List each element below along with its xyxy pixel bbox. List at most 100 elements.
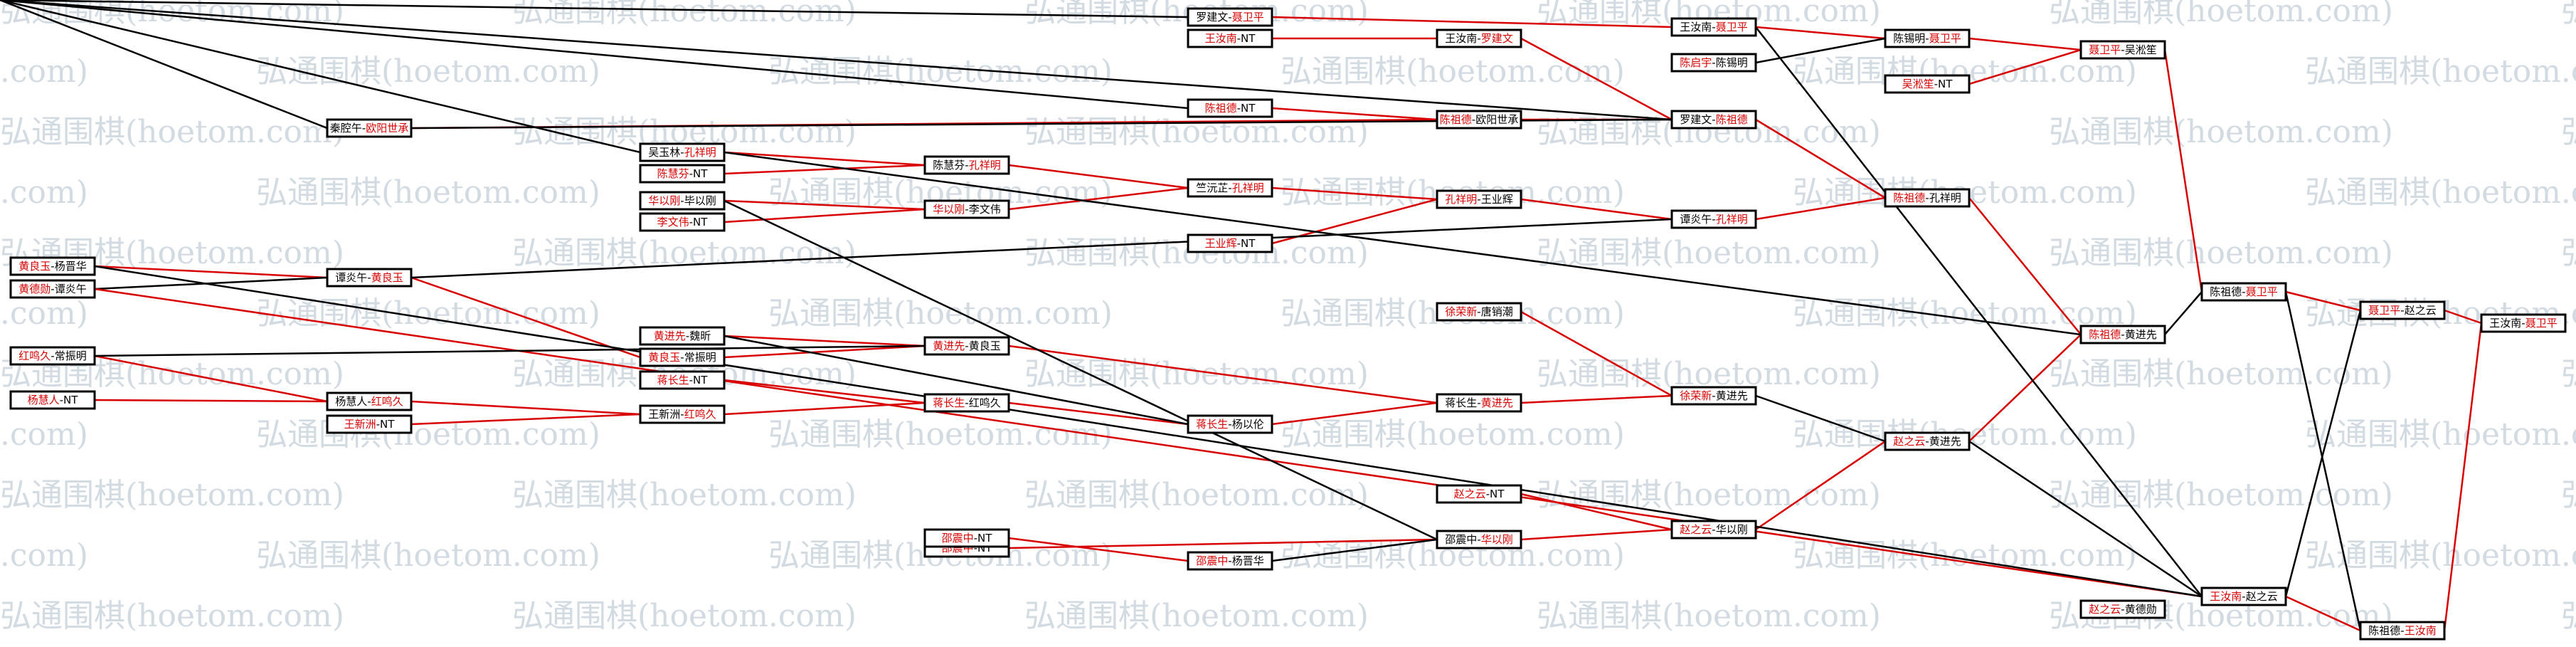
vs-separator: - <box>51 283 54 295</box>
match-box: 华以刚-毕以刚 <box>639 191 726 211</box>
match-label: 邵震中-杨晋华 <box>1196 554 1263 567</box>
vs-separator: - <box>686 330 689 342</box>
match-box-frame <box>1884 28 1971 48</box>
match-box: 聂卫平-赵之云 <box>2359 300 2446 320</box>
match-box: 孔祥明-王业辉 <box>1436 189 1522 209</box>
match-label: 王汝南-NT <box>1205 32 1256 45</box>
match-label: 徐荣新-唐销潮 <box>1445 305 1512 318</box>
player-b: 华以刚 <box>1481 533 1513 546</box>
vs-separator: - <box>1712 56 1715 69</box>
match-box-frame <box>1187 98 1273 118</box>
vs-separator: - <box>51 349 54 362</box>
match-label: 杨慧人-红鸣久 <box>335 395 403 408</box>
bracket-link <box>0 0 328 130</box>
match-label: 蒋长生-杨以伦 <box>1196 418 1263 431</box>
player-b: NT <box>1241 32 1256 45</box>
bracket-link <box>723 401 926 416</box>
match-box-frame <box>639 370 726 390</box>
player-a: 陈祖德 <box>2089 328 2121 341</box>
player-a: 黄进先 <box>654 330 686 342</box>
match-box-frame <box>1884 431 1971 451</box>
bracket-link <box>94 399 328 403</box>
vs-separator: - <box>965 159 968 172</box>
match-box: 赵之云-黄进先 <box>1884 431 1971 451</box>
bracket-link <box>1271 538 1438 562</box>
player-b: 孔祥明 <box>1232 182 1264 194</box>
bracket-link <box>2444 309 2482 325</box>
match-box: 黄德勋-谭炎午 <box>9 279 96 299</box>
player-a: 徐荣新 <box>1680 389 1712 402</box>
player-a: 陈启宇 <box>1680 56 1712 69</box>
match-box: 蒋长生-杨以伦 <box>1187 414 1273 434</box>
match-box-frame <box>9 256 96 276</box>
bracket-link <box>1008 186 1189 211</box>
player-b: 黄进先 <box>1929 435 1961 448</box>
match-box-frame <box>1670 386 1757 406</box>
match-box: 杨慧人-红鸣久 <box>326 391 413 411</box>
player-b: NT <box>693 167 708 180</box>
vs-separator: - <box>2242 590 2245 603</box>
player-a: 黄德勋 <box>18 283 51 295</box>
player-a: 王汝南 <box>1680 21 1712 33</box>
match-label: 王汝南-罗建文 <box>1445 32 1512 45</box>
bracket-link <box>2284 310 2362 597</box>
player-a: 陈祖德 <box>1205 102 1237 115</box>
match-box-frame <box>639 191 726 211</box>
player-b: 红鸣久 <box>684 408 716 421</box>
bracket-link <box>2284 291 2362 631</box>
match-label: 吴玉林-孔祥明 <box>648 146 716 159</box>
bracket-link <box>2285 290 2361 312</box>
player-b: 王业辉 <box>1481 193 1513 206</box>
player-a: 罗建文 <box>1196 11 1228 23</box>
vs-separator: - <box>2521 317 2525 330</box>
match-label: 黄进先-魏昕 <box>654 330 711 342</box>
match-box: 王汝南-聂卫平 <box>2480 313 2567 333</box>
match-label: 徐荣新-黄进先 <box>1680 389 1747 402</box>
match-label: 赵之云-黄进先 <box>1893 435 1961 448</box>
bracket-link <box>410 276 641 359</box>
vs-separator: - <box>51 260 54 273</box>
player-a: 赵之云 <box>1454 488 1486 500</box>
bracket-link <box>410 400 641 416</box>
match-box-frame <box>923 528 1010 548</box>
player-b: 欧阳世承 <box>1475 113 1518 126</box>
match-box-frame <box>1187 414 1273 434</box>
player-a: 陈祖德 <box>2210 285 2242 298</box>
match-box-frame <box>2079 40 2166 60</box>
match-box: 竺沅芷-孔祥明 <box>1187 178 1273 198</box>
vs-separator: - <box>1237 32 1241 45</box>
match-box: 邵震中-杨晋华 <box>1187 551 1273 571</box>
player-b: 陈锡明 <box>1716 56 1748 69</box>
bracket-link <box>1755 26 2203 597</box>
match-box-frame <box>1436 302 1522 322</box>
match-label: 吴淞笙-NT <box>1902 78 1954 90</box>
player-b: 黄德勋 <box>2125 603 2157 616</box>
vs-separator: - <box>1228 182 1231 194</box>
player-a: 聂卫平 <box>2089 43 2121 56</box>
player-b: 红鸣久 <box>371 395 403 408</box>
match-label: 杨慧人-NT <box>28 394 79 406</box>
bracket-link <box>723 335 926 347</box>
match-box: 陈祖德-黄进先 <box>2079 325 2166 344</box>
vs-separator: - <box>689 216 693 228</box>
player-a: 蒋长生 <box>657 374 689 386</box>
player-a: 王业辉 <box>1205 237 1237 250</box>
player-a: 王汝南 <box>2210 590 2242 603</box>
match-box: 吴淞笙-NT <box>1884 74 1971 94</box>
bracket-link <box>0 0 1189 110</box>
match-label: 孔祥明-王业辉 <box>1445 193 1512 206</box>
bracket-link <box>94 265 2203 598</box>
player-b: 毕以刚 <box>684 194 716 207</box>
match-box-frame <box>1670 520 1757 540</box>
match-box: 罗建文-聂卫平 <box>1187 7 1273 27</box>
match-box-frame <box>923 393 1010 413</box>
match-box: 秦腔午-欧阳世承 <box>326 118 413 138</box>
player-a: 聂卫平 <box>2368 304 2400 317</box>
player-b: NT <box>1938 78 1953 90</box>
player-a: 孔祥明 <box>1445 193 1477 206</box>
match-label: 陈慧芬-NT <box>657 167 709 180</box>
match-box-frame <box>2079 325 2166 344</box>
match-box: 黄良玉-常振明 <box>639 347 726 367</box>
match-box: 王汝南-聂卫平 <box>1670 17 1757 37</box>
match-label: 蒋长生-黄进先 <box>1445 396 1512 409</box>
